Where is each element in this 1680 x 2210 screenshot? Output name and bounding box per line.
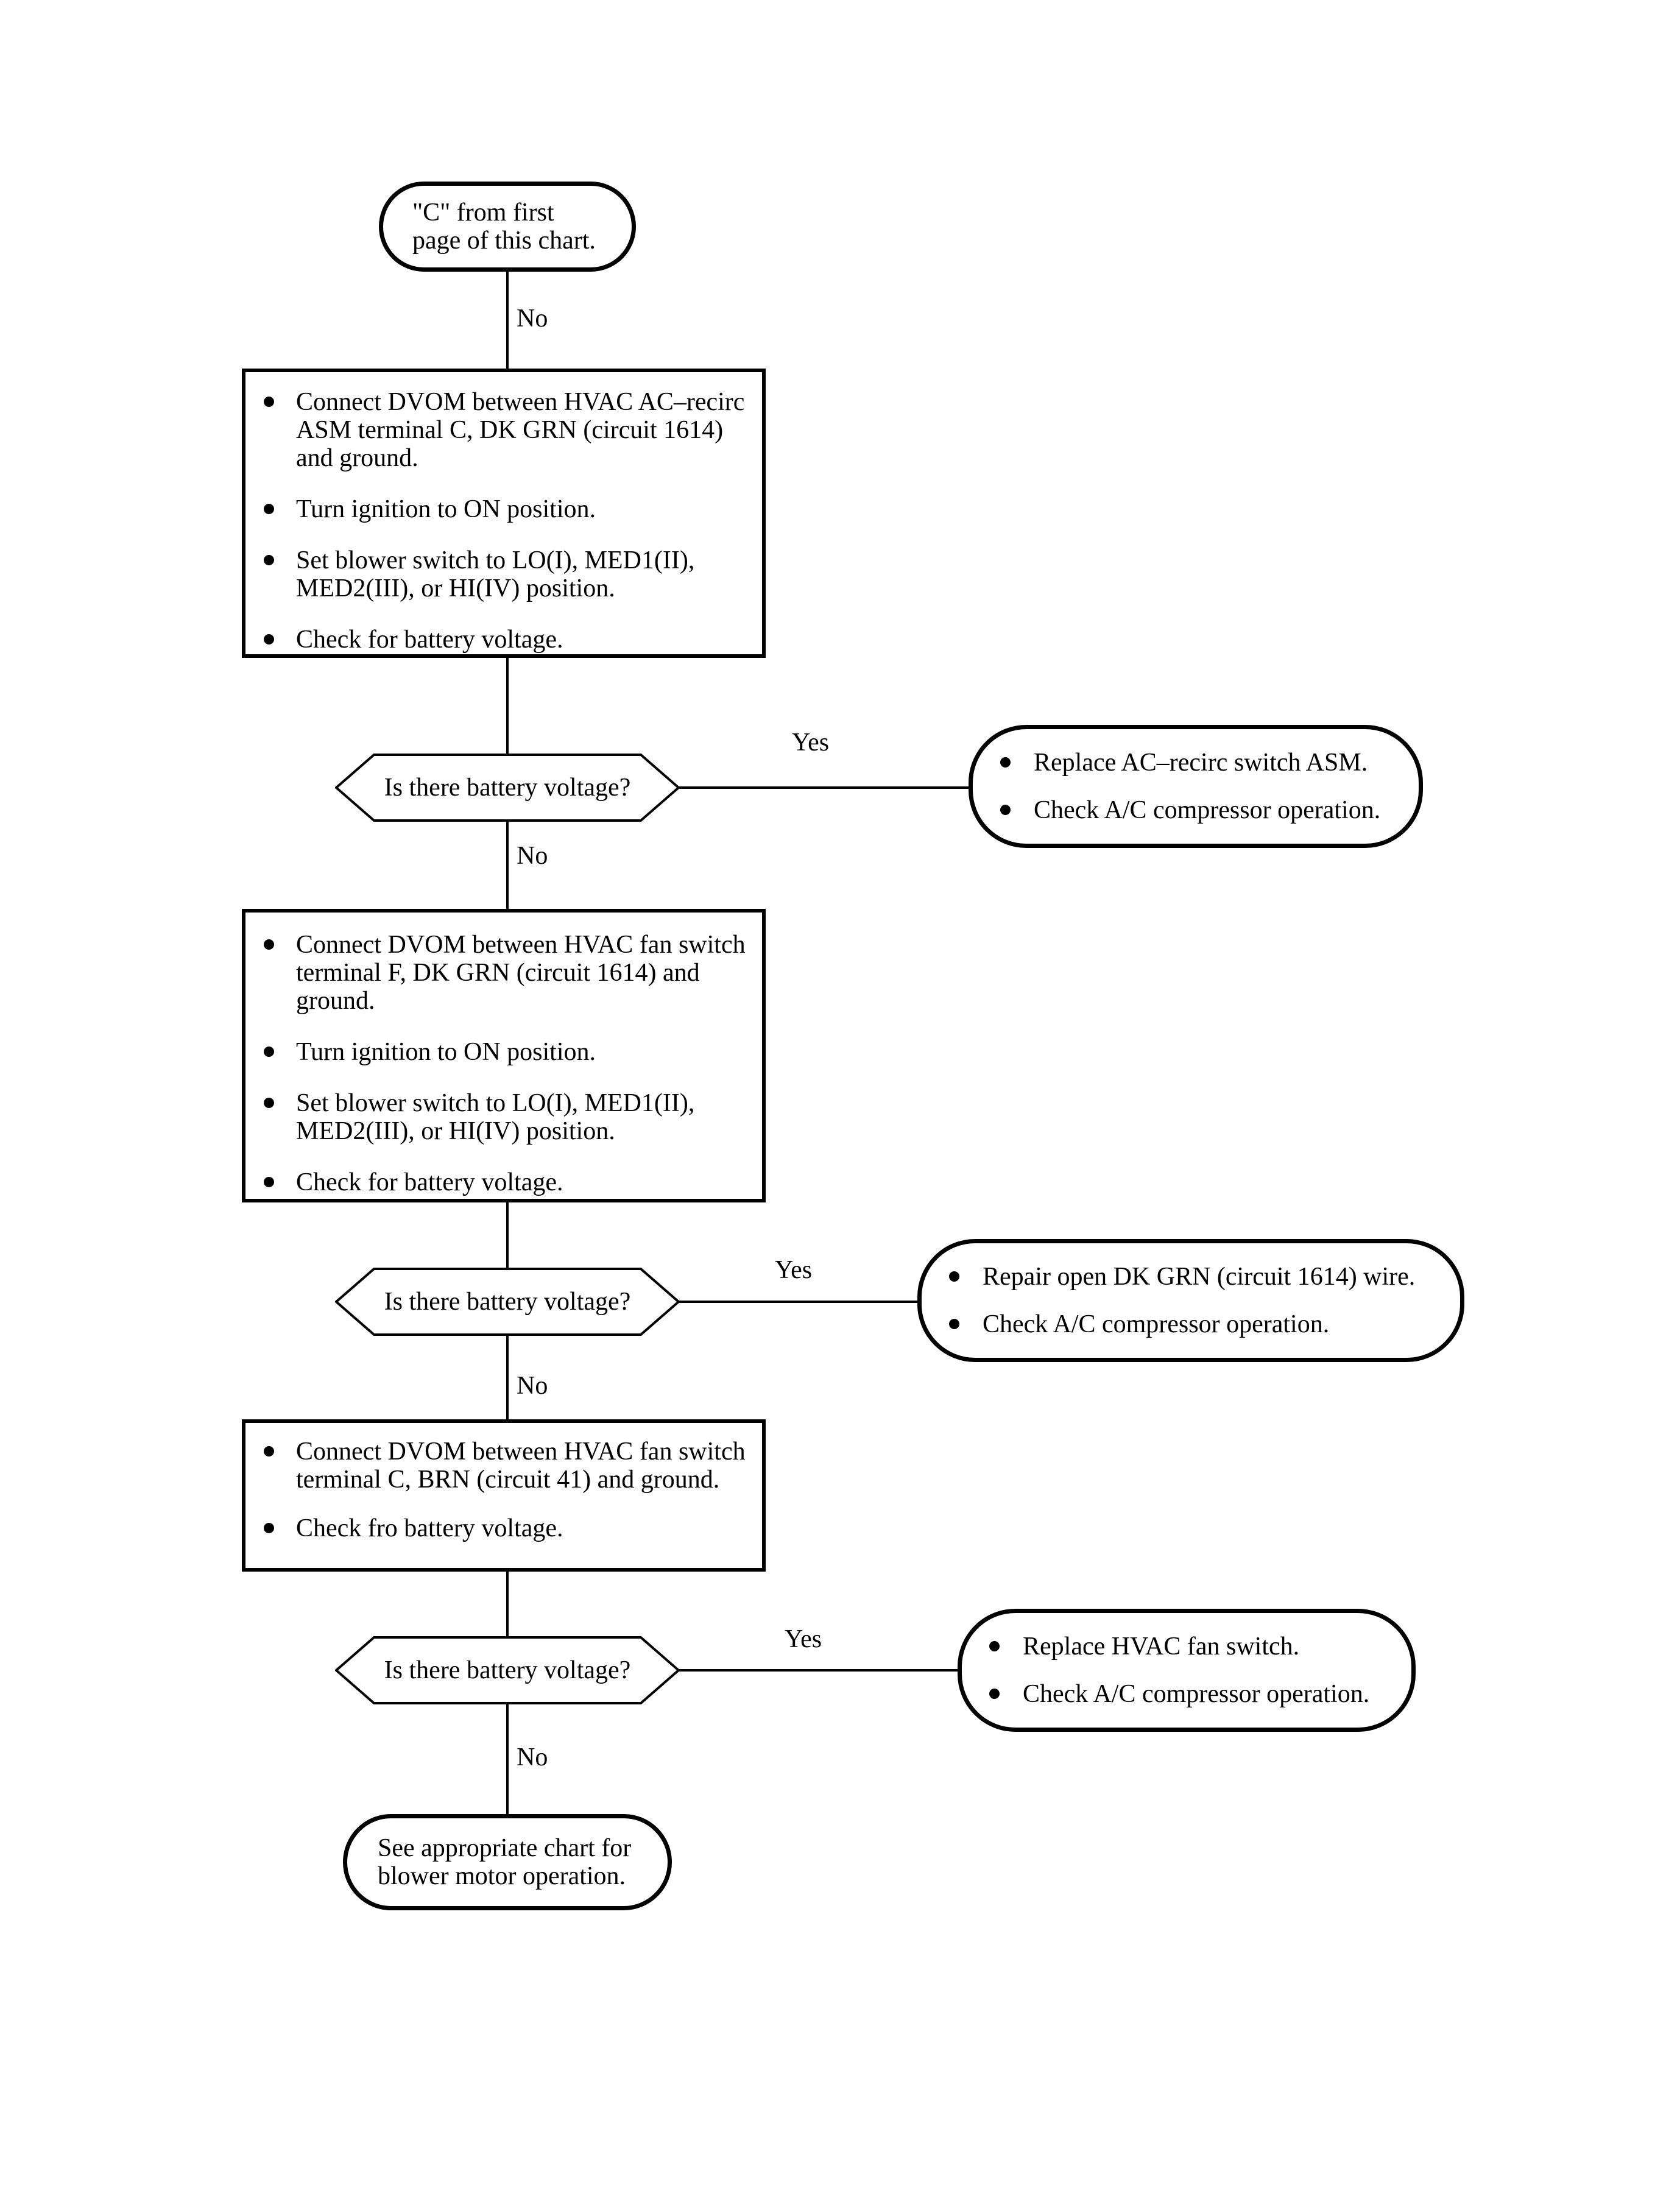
list-item: Check A/C compressor operation.: [1000, 796, 1413, 824]
decision-shape-icon: [335, 1636, 680, 1704]
list-item: Turn ignition to ON position.: [264, 495, 754, 523]
list-item: Set blower switch to LO(I), MED1(II), ME…: [264, 546, 754, 602]
end-terminal-text: See appropriate chart for blower motor o…: [378, 1834, 632, 1890]
bullet-icon: [264, 1098, 274, 1108]
process-box-2: Connect DVOM between HVAC fan switch ter…: [242, 909, 766, 1202]
result-box-3: Replace HVAC fan switch. Check A/C compr…: [958, 1609, 1416, 1732]
bullet-icon: [264, 555, 274, 565]
no-label-4: No: [517, 1743, 548, 1771]
yes-label-3: Yes: [785, 1625, 822, 1653]
bullet-icon: [264, 397, 274, 407]
decision-shape-icon: [335, 754, 680, 822]
bullet-icon: [264, 634, 274, 644]
process-box-3: Connect DVOM between HVAC fan switch ter…: [242, 1419, 766, 1572]
process-item-text: Connect DVOM between HVAC fan switch ter…: [296, 1438, 746, 1494]
bullet-icon: [264, 1523, 274, 1533]
list-item: Check fro battery voltage.: [264, 1514, 754, 1542]
list-item: Check A/C compressor operation.: [949, 1310, 1454, 1338]
result-item-text: Replace HVAC fan switch.: [1023, 1633, 1300, 1661]
list-item: Turn ignition to ON position.: [264, 1038, 754, 1066]
list-item: Replace AC–recirc switch ASM.: [1000, 749, 1413, 777]
decision-2: Is there battery voltage?: [335, 1268, 680, 1336]
process-item-text: Check for battery voltage.: [296, 1168, 563, 1196]
result-box-2: Repair open DK GRN (circuit 1614) wire. …: [917, 1239, 1464, 1362]
process-item-text: Connect DVOM between HVAC fan switch ter…: [296, 931, 746, 1015]
connector-yes-1: [676, 786, 970, 789]
result-item-text: Check A/C compressor operation.: [1034, 796, 1381, 824]
bullet-icon: [1000, 757, 1011, 768]
list-item: Repair open DK GRN (circuit 1614) wire.: [949, 1263, 1454, 1291]
no-label-3: No: [517, 1372, 548, 1400]
decision-question: Is there battery voltage?: [384, 1288, 631, 1316]
result-item-text: Repair open DK GRN (circuit 1614) wire.: [983, 1263, 1416, 1291]
list-item: Check for battery voltage.: [264, 626, 754, 654]
result-item-text: Replace AC–recirc switch ASM.: [1034, 749, 1368, 777]
process-item-text: Set blower switch to LO(I), MED1(II), ME…: [296, 1089, 695, 1145]
process-item-text: Set blower switch to LO(I), MED1(II), ME…: [296, 546, 695, 602]
bullet-icon: [264, 939, 274, 950]
start-terminal-text: "C" from first page of this chart.: [412, 199, 596, 255]
bullet-icon: [264, 1446, 274, 1456]
bullet-icon: [989, 1641, 1000, 1651]
start-terminal: "C" from first page of this chart.: [379, 182, 636, 272]
no-label-1: No: [517, 305, 548, 333]
decision-3: Is there battery voltage?: [335, 1636, 680, 1704]
process-item-text: Check for battery voltage.: [296, 626, 563, 654]
process-box-1: Connect DVOM between HVAC AC–recirc ASM …: [242, 369, 766, 658]
bullet-icon: [264, 1177, 274, 1187]
list-item: Connect DVOM between HVAC fan switch ter…: [264, 1438, 754, 1494]
connector-yes-2: [676, 1301, 920, 1303]
yes-label-1: Yes: [792, 729, 830, 757]
list-item: Replace HVAC fan switch.: [989, 1633, 1405, 1661]
process-item-text: Turn ignition to ON position.: [296, 495, 596, 523]
yes-label-2: Yes: [775, 1256, 813, 1284]
bullet-icon: [989, 1689, 1000, 1699]
connector-yes-3: [676, 1669, 959, 1672]
list-item: Connect DVOM between HVAC fan switch ter…: [264, 931, 754, 1015]
process-item-text: Connect DVOM between HVAC AC–recirc ASM …: [296, 388, 745, 472]
list-item: Check for battery voltage.: [264, 1168, 754, 1196]
bullet-icon: [949, 1319, 959, 1329]
process-item-text: Check fro battery voltage.: [296, 1514, 563, 1542]
process-item-text: Turn ignition to ON position.: [296, 1038, 596, 1066]
bullet-icon: [264, 1047, 274, 1057]
bullet-icon: [264, 504, 274, 514]
no-label-2: No: [517, 842, 548, 870]
decision-1: Is there battery voltage?: [335, 754, 680, 822]
bullet-icon: [949, 1271, 959, 1282]
decision-shape-icon: [335, 1268, 680, 1336]
list-item: Connect DVOM between HVAC AC–recirc ASM …: [264, 388, 754, 472]
list-item: Set blower switch to LO(I), MED1(II), ME…: [264, 1089, 754, 1145]
list-item: Check A/C compressor operation.: [989, 1680, 1405, 1708]
end-terminal: See appropriate chart for blower motor o…: [343, 1814, 672, 1910]
result-box-1: Replace AC–recirc switch ASM. Check A/C …: [969, 725, 1423, 848]
decision-question: Is there battery voltage?: [384, 774, 631, 802]
bullet-icon: [1000, 805, 1011, 815]
decision-question: Is there battery voltage?: [384, 1656, 631, 1684]
result-item-text: Check A/C compressor operation.: [983, 1310, 1330, 1338]
result-item-text: Check A/C compressor operation.: [1023, 1680, 1370, 1708]
